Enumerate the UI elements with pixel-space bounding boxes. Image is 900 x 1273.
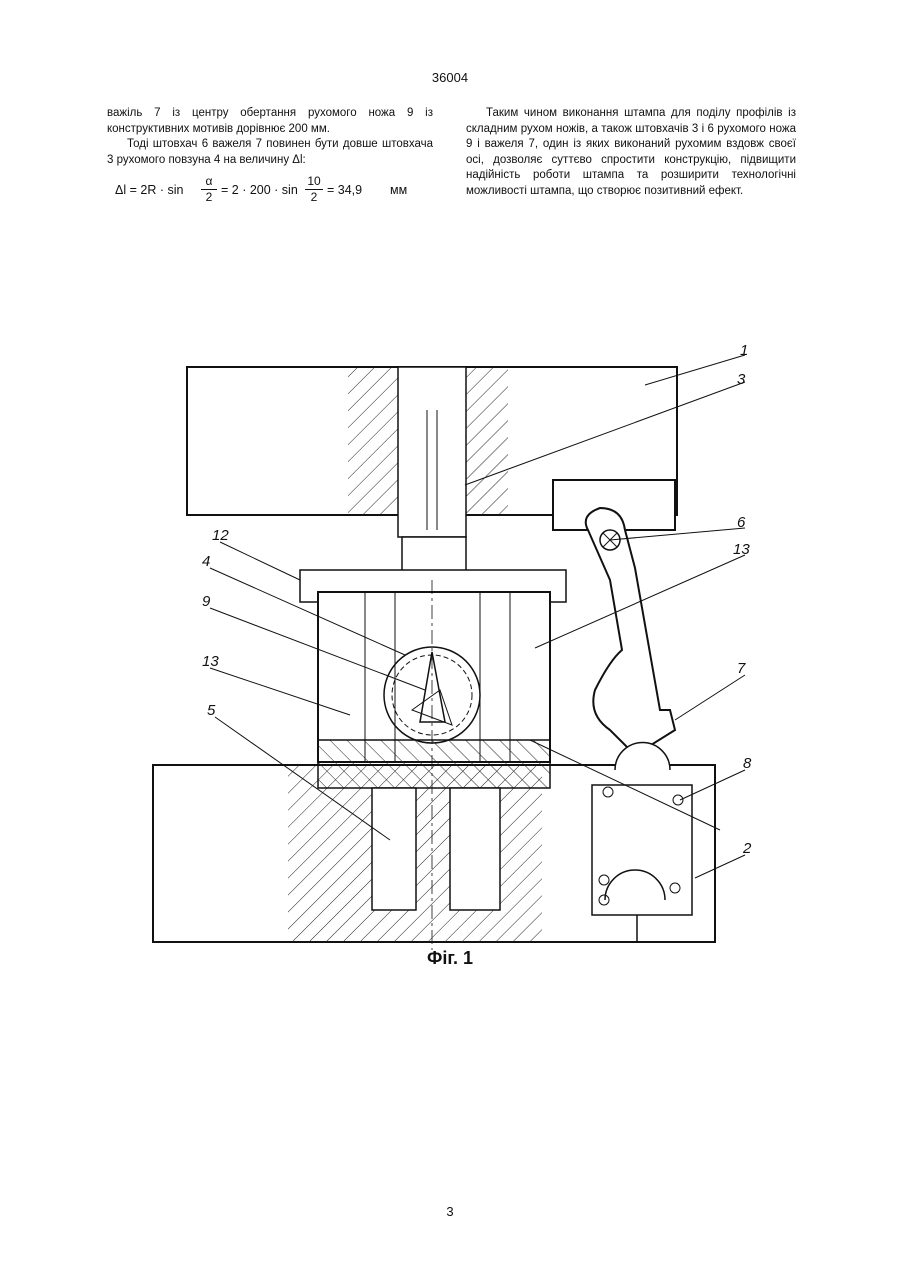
label-5: 5 <box>207 702 216 719</box>
formula-frac1-den: 2 <box>201 190 217 205</box>
right-column: Таким чином виконання штампа для поділу … <box>466 106 796 199</box>
right-paragraph-1: Таким чином виконання штампа для поділу … <box>466 106 796 199</box>
label-9: 9 <box>202 593 211 610</box>
formula-fraction-2: 10 2 <box>305 174 323 205</box>
label-2: 2 <box>742 840 752 857</box>
label-4: 4 <box>202 553 210 570</box>
label-13-right: 13 <box>733 541 750 558</box>
formula-unit: мм <box>390 183 407 197</box>
left-column: важіль 7 із центру обертання рухомого но… <box>107 106 433 168</box>
formula-frac1-num: α <box>201 174 217 190</box>
label-13-left: 13 <box>202 653 219 670</box>
lower-die-2 <box>153 740 715 942</box>
label-7: 7 <box>737 660 746 677</box>
label-1: 1 <box>740 342 748 359</box>
formula-frac2-num: 10 <box>305 174 323 190</box>
label-6: 6 <box>737 514 746 531</box>
left-paragraph-2: Тоді штовхач 6 важеля 7 повинен бути дов… <box>107 137 433 168</box>
left-paragraph-1: важіль 7 із центру обертання рухомого но… <box>107 106 433 137</box>
label-3: 3 <box>737 371 746 388</box>
patent-number: 36004 <box>0 70 900 85</box>
formula: Δl = 2R · sin α 2 = 2 · 200 · sin 10 2 =… <box>115 172 435 212</box>
formula-frac2-den: 2 <box>305 190 323 205</box>
formula-mid: = 2 · 200 · sin <box>221 183 298 197</box>
label-12: 12 <box>212 527 229 544</box>
label-8: 8 <box>743 755 752 772</box>
formula-lhs: Δl = 2R · sin <box>115 183 183 197</box>
page-number: 3 <box>0 1204 900 1219</box>
formula-result: = 34,9 <box>327 183 362 197</box>
technical-drawing: 1 3 6 13 7 8 2 12 4 9 13 5 <box>140 330 760 955</box>
figure-caption: Фіг. 1 <box>0 948 900 969</box>
formula-fraction-1: α 2 <box>201 174 217 205</box>
